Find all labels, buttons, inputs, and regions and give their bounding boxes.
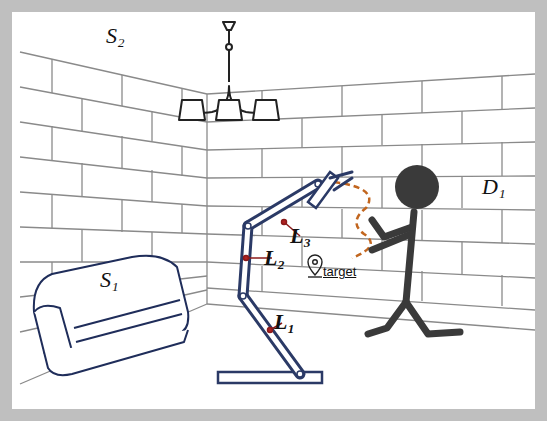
person-head bbox=[395, 165, 439, 209]
link-label: L₁ bbox=[274, 310, 295, 334]
target-label: target bbox=[323, 264, 356, 279]
part-label: D₁ bbox=[482, 175, 506, 199]
pin-icon bbox=[308, 255, 322, 277]
room-illustration bbox=[12, 12, 535, 409]
sofa bbox=[34, 256, 188, 375]
link-label: L₃ bbox=[290, 224, 311, 248]
part-label: S₁ bbox=[100, 268, 119, 292]
part-label: S₂ bbox=[106, 24, 125, 48]
trajectory bbox=[334, 182, 371, 258]
person bbox=[368, 212, 460, 334]
brick-wall bbox=[20, 52, 535, 384]
link-label: L₂ bbox=[264, 246, 285, 270]
scene: S₂ L₃ D₁ L₂ target S₁ L₁ bbox=[12, 12, 535, 409]
chandelier bbox=[179, 22, 279, 120]
